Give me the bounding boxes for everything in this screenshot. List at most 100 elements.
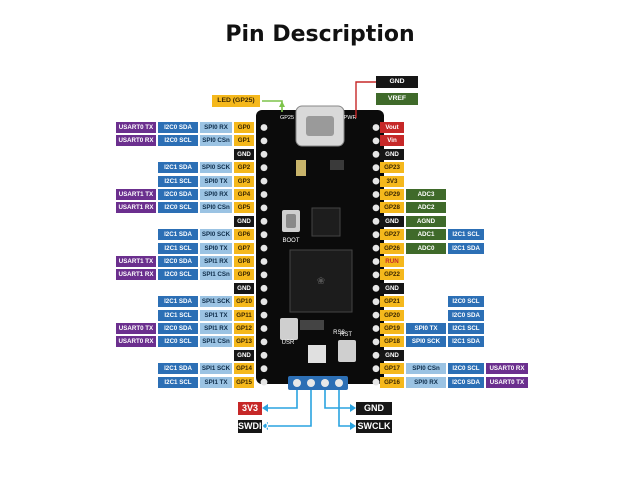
left-pin-label: GP11: [234, 309, 254, 321]
left-pin-label: GP7: [234, 242, 254, 254]
right-pin-label: ADC2: [406, 202, 446, 214]
usr-silkscreen: USR: [282, 340, 295, 346]
left-pin-label: SPI0 CSn: [200, 202, 232, 214]
left-pin-label: GP5: [234, 202, 254, 214]
left-pin-label: I2C1 SCL: [158, 376, 198, 388]
rst-silkscreen: RST: [340, 332, 352, 338]
left-pin-label: I2C1 SDA: [158, 229, 198, 241]
left-pin-label: I2C0 SCL: [158, 336, 198, 348]
left-pin-label: SPI0 SCK: [200, 229, 232, 241]
header-pin: [260, 338, 268, 346]
boot-button-cap: [286, 214, 296, 228]
vref-leader-line: [355, 81, 376, 118]
header-pin: [372, 284, 380, 292]
left-pin-label: USART1 TX: [116, 256, 156, 267]
left-pin-label: I2C0 SDA: [158, 189, 198, 200]
left-pin-label: SPI1 RX: [200, 256, 232, 267]
swd-pin: [335, 379, 343, 387]
right-pin-label: GP20: [380, 309, 404, 321]
left-pin-label: USART1 RX: [116, 202, 156, 214]
header-pin: [372, 231, 380, 239]
header-pin: [372, 378, 380, 386]
right-pin-label: I2C0 SCL: [448, 363, 484, 375]
header-pin: [260, 217, 268, 225]
left-pin-label: I2C1 SCL: [158, 242, 198, 254]
header-pin: [260, 271, 268, 279]
usb-c-port: [306, 116, 334, 136]
header-pins: [260, 124, 380, 386]
left-pin-label: SPI1 CSn: [200, 336, 232, 348]
right-pin-label: AGND: [406, 215, 446, 227]
right-pin-label: GP26: [380, 242, 404, 254]
left-pin-label: GND: [234, 215, 254, 227]
left-pin-label: I2C1 SDA: [158, 363, 198, 375]
swd-pin: [307, 379, 315, 387]
right-pin-label: I2C0 SCL: [448, 296, 484, 308]
right-pin-label: Vin: [380, 135, 404, 147]
right-pin-label: USART0 RX: [486, 363, 528, 375]
right-pin-label: GP27: [380, 229, 404, 241]
right-pin-label: I2C1 SDA: [448, 242, 484, 254]
left-pin-label: GP12: [234, 323, 254, 334]
header-pin: [372, 338, 380, 346]
right-pin-label: ADC3: [406, 189, 446, 200]
left-pin-label: I2C1 SCL: [158, 309, 198, 321]
header-pin: [372, 258, 380, 265]
right-pin-label: ADC0: [406, 242, 446, 254]
vref-label: VREF: [376, 93, 418, 105]
right-pin-label: GP23: [380, 162, 404, 174]
left-pin-label: I2C1 SDA: [158, 162, 198, 174]
page-title: Pin Description: [225, 22, 415, 47]
boot-silkscreen: BOOT: [282, 238, 299, 244]
header-pin: [260, 284, 268, 292]
left-pin-label: SPI1 SCK: [200, 296, 232, 308]
header-pin: [260, 311, 268, 319]
left-pin-label: GP0: [234, 122, 254, 133]
left-pin-label: GP14: [234, 363, 254, 375]
header-pin: [260, 204, 268, 212]
left-pin-label: GP1: [234, 135, 254, 147]
arrow-up-icon: [279, 101, 285, 107]
left-pin-label: I2C0 SCL: [158, 135, 198, 147]
header-pin: [260, 365, 268, 373]
user-button[interactable]: [280, 318, 298, 340]
left-pin-label: I2C0 SDA: [158, 122, 198, 133]
reset-button[interactable]: [338, 340, 356, 362]
right-pin-label: I2C1 SDA: [448, 336, 484, 348]
header-pin: [372, 150, 380, 158]
regulator: [296, 160, 306, 176]
header-pin: [260, 244, 268, 252]
left-pin-label: GND: [234, 282, 254, 294]
header-pin: [260, 351, 268, 359]
component: [330, 160, 344, 170]
header-pin: [260, 164, 268, 172]
left-pin-label: I2C0 SCL: [158, 202, 198, 214]
header-pin: [260, 378, 268, 386]
arrow-icons: [262, 404, 356, 430]
right-pin-label: ADC1: [406, 229, 446, 241]
bottom-3v3-label: 3V3: [238, 402, 262, 415]
swd-pin: [293, 379, 301, 387]
bottom-swdio-label: SWDIO: [238, 420, 269, 433]
right-pin-label: I2C0 SDA: [448, 309, 484, 321]
left-pin-label: USART0 TX: [116, 122, 156, 133]
left-pin-label: SPI0 TX: [200, 242, 232, 254]
led-leader-line: [262, 100, 283, 112]
component: [300, 320, 324, 330]
header-pin: [372, 325, 380, 332]
left-pin-label: GND: [234, 349, 254, 361]
left-pin-label: GP2: [234, 162, 254, 174]
left-pin-label: SPI0 RX: [200, 189, 232, 200]
header-pin: [372, 137, 380, 145]
led-label: LED (GP25): [212, 95, 260, 107]
rgb-led: [308, 345, 326, 363]
left-pin-label: SPI1 TX: [200, 376, 232, 388]
header-pin: [260, 231, 268, 239]
left-pin-label: GP9: [234, 269, 254, 281]
left-pin-label: GND: [234, 148, 254, 160]
chip-logo-icon: ❀: [317, 276, 325, 287]
right-pin-label: USART0 TX: [486, 376, 528, 388]
header-pin: [260, 150, 268, 158]
left-pin-label: I2C0 SDA: [158, 323, 198, 334]
